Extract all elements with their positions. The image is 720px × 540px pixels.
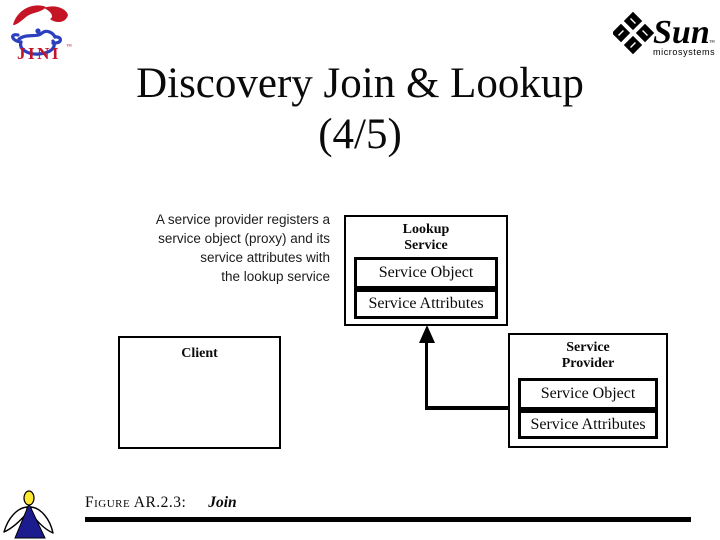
slide-title: Discovery Join & Lookup (4/5) — [0, 58, 720, 160]
description-line: the lookup service — [221, 269, 330, 284]
service-object-label: Service Object — [540, 385, 636, 402]
footer-divider — [85, 517, 691, 522]
client-box: Client — [118, 336, 281, 449]
figure-label: Figure AR.2.3: — [85, 494, 187, 511]
service-attributes-label: Service Attributes — [530, 415, 646, 433]
angel-body-icon — [14, 502, 46, 539]
jini-logo: JINI ™ — [11, 5, 72, 62]
service-provider-box: Service Provider Service Object Service … — [508, 333, 668, 448]
provider-service-object-box: Service Object — [518, 378, 658, 410]
service-attributes-label: Service Attributes — [368, 295, 484, 312]
jini-lamp-icon — [11, 29, 62, 56]
jini-wordmark: JINI — [17, 44, 61, 62]
sun-subtext: microsystems — [653, 47, 715, 57]
lookup-service-box: Lookup Service Service Object Service At… — [344, 215, 508, 326]
slide-title-line2: (4/5) — [318, 111, 402, 158]
service-provider-title: Service Provider — [510, 335, 666, 372]
lookup-title-line2: Service — [404, 238, 448, 253]
jini-flame-hook-icon — [44, 6, 68, 23]
slide-title-line1: Discovery Join & Lookup — [136, 60, 584, 107]
provider-title-line1: Service — [566, 340, 610, 355]
description-line: A service provider registers a — [155, 212, 330, 227]
lookup-service-title: Lookup Service — [346, 217, 506, 254]
description-line: service attributes with — [200, 250, 330, 265]
join-arrow-head-icon — [419, 325, 435, 343]
sun-tm-mark: ™ — [709, 40, 715, 46]
description-text: A service provider registers a service o… — [120, 210, 330, 286]
jini-flame-icon — [13, 5, 46, 25]
join-arrow-vertical-segment — [425, 342, 428, 410]
figure-caption: Figure AR.2.3: Join — [85, 494, 237, 512]
sun-logo: Sun ™ microsystems — [613, 11, 715, 57]
provider-service-attributes-box: Service Attributes — [518, 410, 658, 439]
sun-diamond-icon — [613, 11, 655, 55]
lookup-service-attributes-box: Service Attributes — [354, 289, 498, 319]
service-object-label: Service Object — [378, 264, 474, 281]
jini-lamp-knob-icon — [35, 28, 41, 34]
jini-tm-mark: ™ — [66, 44, 72, 50]
sun-wordmark: Sun — [653, 14, 710, 51]
angel-head-icon — [23, 490, 35, 506]
join-arrow-horizontal-segment — [425, 406, 510, 410]
lookup-title-line1: Lookup — [402, 222, 450, 237]
provider-title-line2: Provider — [561, 356, 615, 371]
description-line: service object (proxy) and its — [158, 231, 330, 246]
client-title: Client — [181, 346, 218, 361]
lookup-service-object-box: Service Object — [354, 257, 498, 289]
figure-name: Join — [208, 494, 237, 511]
angel-figure-icon — [3, 490, 54, 539]
